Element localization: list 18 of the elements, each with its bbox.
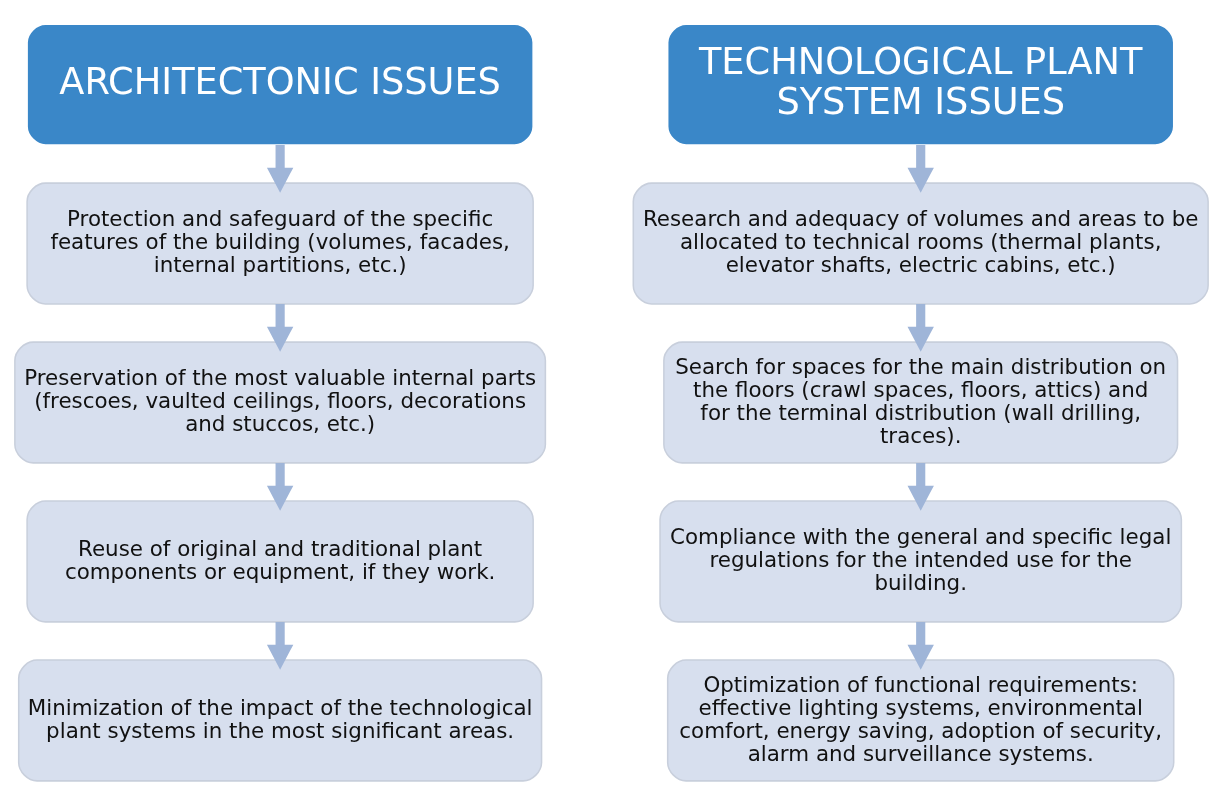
arrow: [266, 304, 294, 352]
node-box: Preservation of the most valuable internal parts (frescoes, vaulted ceilings, floors, decorations and stuccos, etc.): [14, 341, 547, 464]
node-box: Minimization of the impact of the technological plant systems in the most significant areas.: [17, 659, 543, 782]
arrow: [266, 145, 294, 193]
node-box: Research and adequacy of volumes and areas to be allocated to technical rooms (thermal plants, elevator shafts, electric cabins, etc.): [632, 182, 1209, 305]
node-box: Search for spaces for the main distribution on the floors (crawl spaces, floors, attics) and for the terminal distribution (wall drilling, traces).: [663, 341, 1179, 464]
node-box: Protection and safeguard of the specific features of the building (volumes, facades, internal partitions, etc.): [26, 182, 534, 305]
arrow: [907, 145, 934, 193]
node-box: Reuse of original and traditional plant components or equipment, if they work.: [26, 500, 534, 623]
arrow: [907, 622, 934, 670]
node-box: Optimization of functional requirements: effective lighting systems, environmental comfort, energy saving, adoption of security, alarm and surveillance systems.: [666, 659, 1175, 782]
node-box: ARCHITECTONIC ISSUES: [26, 23, 534, 146]
arrow: [907, 304, 934, 352]
arrow: [907, 463, 934, 511]
node-box: TECHNOLOGICAL PLANT SYSTEM ISSUES: [666, 23, 1175, 146]
node-box: Compliance with the general and specific legal regulations for the intended use for the building.: [659, 500, 1183, 623]
arrow: [266, 622, 294, 670]
arrow: [266, 463, 294, 511]
